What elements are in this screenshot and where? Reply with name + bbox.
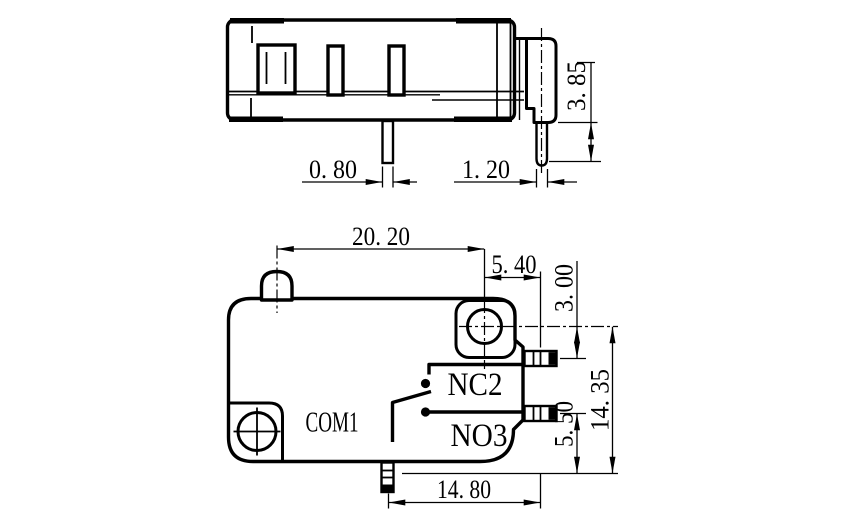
com-terminal-label: COM1	[306, 408, 359, 439]
slot-window	[387, 44, 406, 97]
side-plate	[525, 37, 558, 124]
dim-no-terminal-to-base-line: 5. 50	[550, 401, 586, 474]
dim-com-pin-to-terminals-label: 14. 80	[437, 475, 491, 504]
dim-hole-to-nc-terminal-label: 3. 00	[550, 264, 579, 312]
nc-contact-line	[427, 362, 523, 375]
solder-pin	[381, 119, 395, 165]
front-view: 20. 20 5. 40 3. 00 14. 35 5. 50	[226, 222, 618, 509]
com-terminal-pin	[380, 461, 395, 494]
no-terminal-label: NO3	[451, 418, 508, 454]
dim-no-terminal-to-base-line-label: 5. 50	[550, 401, 579, 447]
dim-side-pin-length: 3. 85	[549, 61, 601, 163]
no-terminal-pin	[523, 404, 558, 423]
dim-side-pin-width: 1. 20	[454, 155, 577, 188]
dim-hole-to-base-line: 14. 35	[586, 326, 616, 474]
mounting-boss	[454, 299, 517, 359]
dim-actuator-to-hole: 20. 20	[277, 222, 485, 252]
nc-contact-dot	[420, 378, 431, 389]
slot-window	[326, 44, 345, 97]
dim-side-pin-width-label: 1. 20	[462, 155, 510, 184]
dim-hole-to-terminals: 5. 40	[484, 250, 542, 348]
no-contact-dot	[420, 407, 431, 417]
dim-com-pin-to-terminals: 14. 80	[387, 473, 542, 509]
nc-terminal-pin	[523, 349, 558, 368]
mounting-boss	[229, 401, 284, 460]
dim-pin-width-label: 0. 80	[309, 155, 357, 184]
dim-pin-width: 0. 80	[302, 155, 417, 188]
dim-hole-to-base-line-label: 14. 35	[586, 369, 615, 431]
dim-side-pin-length-label: 3. 85	[562, 61, 591, 111]
dim-hole-to-nc-terminal: 3. 00	[550, 261, 586, 360]
nc-terminal-label: NC2	[448, 367, 503, 403]
side-view: 0. 80 1. 20 3. 85	[225, 17, 601, 188]
dim-hole-to-terminals-label: 5. 40	[492, 250, 537, 279]
slot-window	[256, 43, 297, 95]
common-lever	[390, 389, 432, 442]
dim-actuator-to-hole-label: 20. 20	[352, 222, 410, 251]
